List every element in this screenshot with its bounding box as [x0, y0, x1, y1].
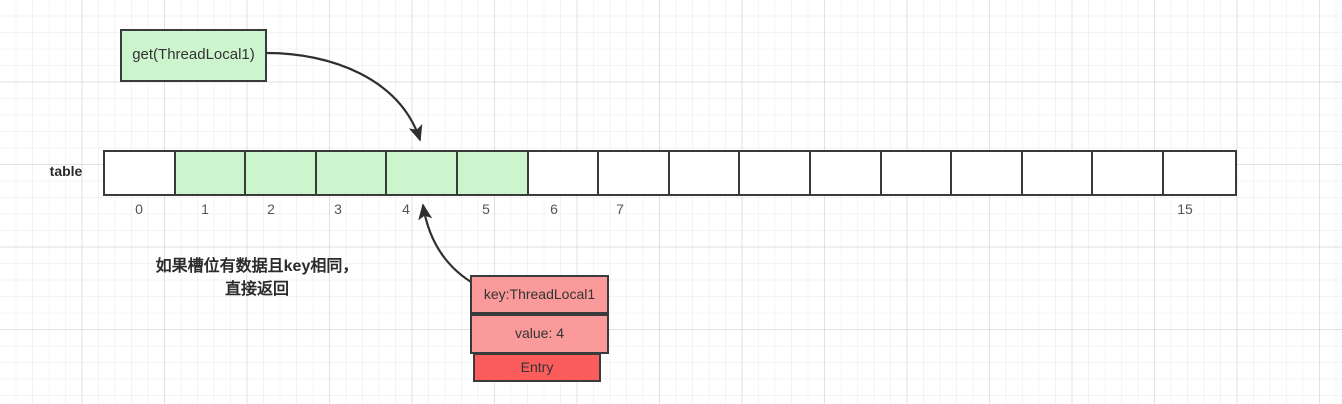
table-index-label-7: 7: [616, 201, 624, 217]
table-index-label-6: 6: [550, 201, 558, 217]
entry-type-label: Entry: [520, 358, 554, 375]
table-cell-3[interactable]: [316, 152, 388, 194]
table-index-label-0: 0: [135, 201, 143, 217]
annotation-note-line-1: 如果槽位有数据且key相同，: [155, 258, 359, 275]
entry-value-box[interactable]: value: 4: [470, 314, 609, 354]
entry-value-label: value: 4: [514, 325, 565, 342]
table-cell-6[interactable]: [528, 152, 600, 194]
table-cell-15[interactable]: [1163, 152, 1235, 194]
table-cell-2[interactable]: [246, 152, 317, 194]
table-index-label-2: 2: [267, 201, 275, 217]
call-to-slot-arrow: [266, 51, 423, 142]
entry-key-label: key:ThreadLocal1: [483, 285, 596, 302]
table-cell-1[interactable]: [175, 152, 247, 194]
table-cell-7[interactable]: [599, 152, 670, 194]
table-index-label-5: 5: [482, 201, 490, 217]
entry-key-box[interactable]: key:ThreadLocal1: [470, 275, 609, 314]
table-label: table: [49, 163, 83, 179]
annotation-note: 如果槽位有数据且key相同， 直接返回: [112, 255, 402, 301]
table-index-label-15: 15: [1177, 201, 1193, 217]
table-cell-5[interactable]: [457, 152, 529, 194]
table-index-label-4: 4: [402, 201, 410, 217]
table-index-label-3: 3: [334, 201, 342, 217]
table-cell-12[interactable]: [952, 152, 1023, 194]
table-cell-4[interactable]: [387, 152, 458, 194]
table-cell-8[interactable]: [669, 152, 741, 194]
annotation-note-line-2: 直接返回: [224, 281, 289, 299]
table-index-label-1: 1: [201, 201, 209, 217]
table-cell-11[interactable]: [881, 152, 953, 194]
get-call-label: get(ThreadLocal1): [132, 46, 255, 64]
get-call-box[interactable]: get(ThreadLocal1): [120, 29, 267, 82]
entry-type-box[interactable]: Entry: [473, 353, 601, 382]
table-cell-10[interactable]: [810, 152, 882, 194]
table-cell-0[interactable]: [105, 152, 176, 194]
table-cell-14[interactable]: [1093, 152, 1164, 194]
table-strip: [103, 150, 1237, 196]
table-cell-13[interactable]: [1022, 152, 1094, 194]
table-cell-9[interactable]: [740, 152, 811, 194]
